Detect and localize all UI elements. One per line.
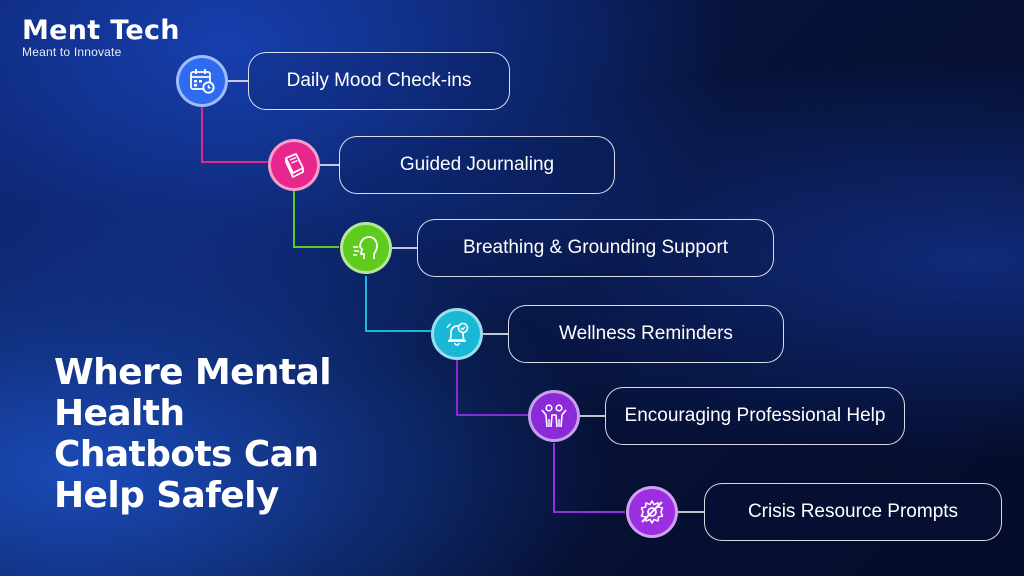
connector-4 (456, 360, 528, 416)
step-label: Crisis Resource Prompts (747, 501, 959, 522)
step-label: Breathing & Grounding Support (462, 237, 729, 258)
step-node-2 (268, 139, 320, 191)
calendar-clock-icon (190, 69, 215, 94)
step-pill-5: Encouraging Professional Help (605, 387, 905, 445)
headline-line: Health (54, 393, 185, 434)
step-pill-6: Crisis Resource Prompts (704, 483, 1002, 541)
step-label: Guided Journaling (399, 154, 555, 175)
headline-line: Help Safely (54, 475, 279, 516)
step-node-4 (431, 308, 483, 360)
headline-line: Where Mental (54, 352, 332, 393)
step-pill-1: Daily Mood Check-ins (248, 52, 510, 110)
bell-reminder-icon (446, 322, 469, 346)
brand-name: Ment Tech (22, 15, 180, 46)
step-pill-2: Guided Journaling (339, 136, 615, 194)
step-node-5 (528, 390, 580, 442)
connector-1 (201, 107, 268, 163)
breathing-head-icon (353, 236, 378, 259)
headline: Where Mental Health Chatbots Can Help Sa… (54, 352, 354, 516)
step-node-3 (340, 222, 392, 274)
step-label: Encouraging Professional Help (624, 405, 886, 426)
people-support-icon (541, 404, 567, 428)
brand-tagline: Meant to Innovate (22, 45, 122, 59)
step-node-6 (626, 486, 678, 538)
brand-logo: Ment Tech Meant to Innovate (22, 15, 180, 60)
connector-3 (365, 276, 431, 332)
journal-icon (285, 153, 304, 178)
connector-2 (293, 191, 339, 248)
step-label: Daily Mood Check-ins (286, 70, 472, 91)
step-label: Wellness Reminders (559, 323, 733, 344)
headline-line: Chatbots Can (54, 434, 319, 475)
step-pill-3: Breathing & Grounding Support (417, 219, 774, 277)
step-node-1 (176, 55, 228, 107)
gear-tools-icon (640, 500, 664, 524)
step-pill-4: Wellness Reminders (508, 305, 784, 363)
connector-5 (553, 443, 625, 513)
